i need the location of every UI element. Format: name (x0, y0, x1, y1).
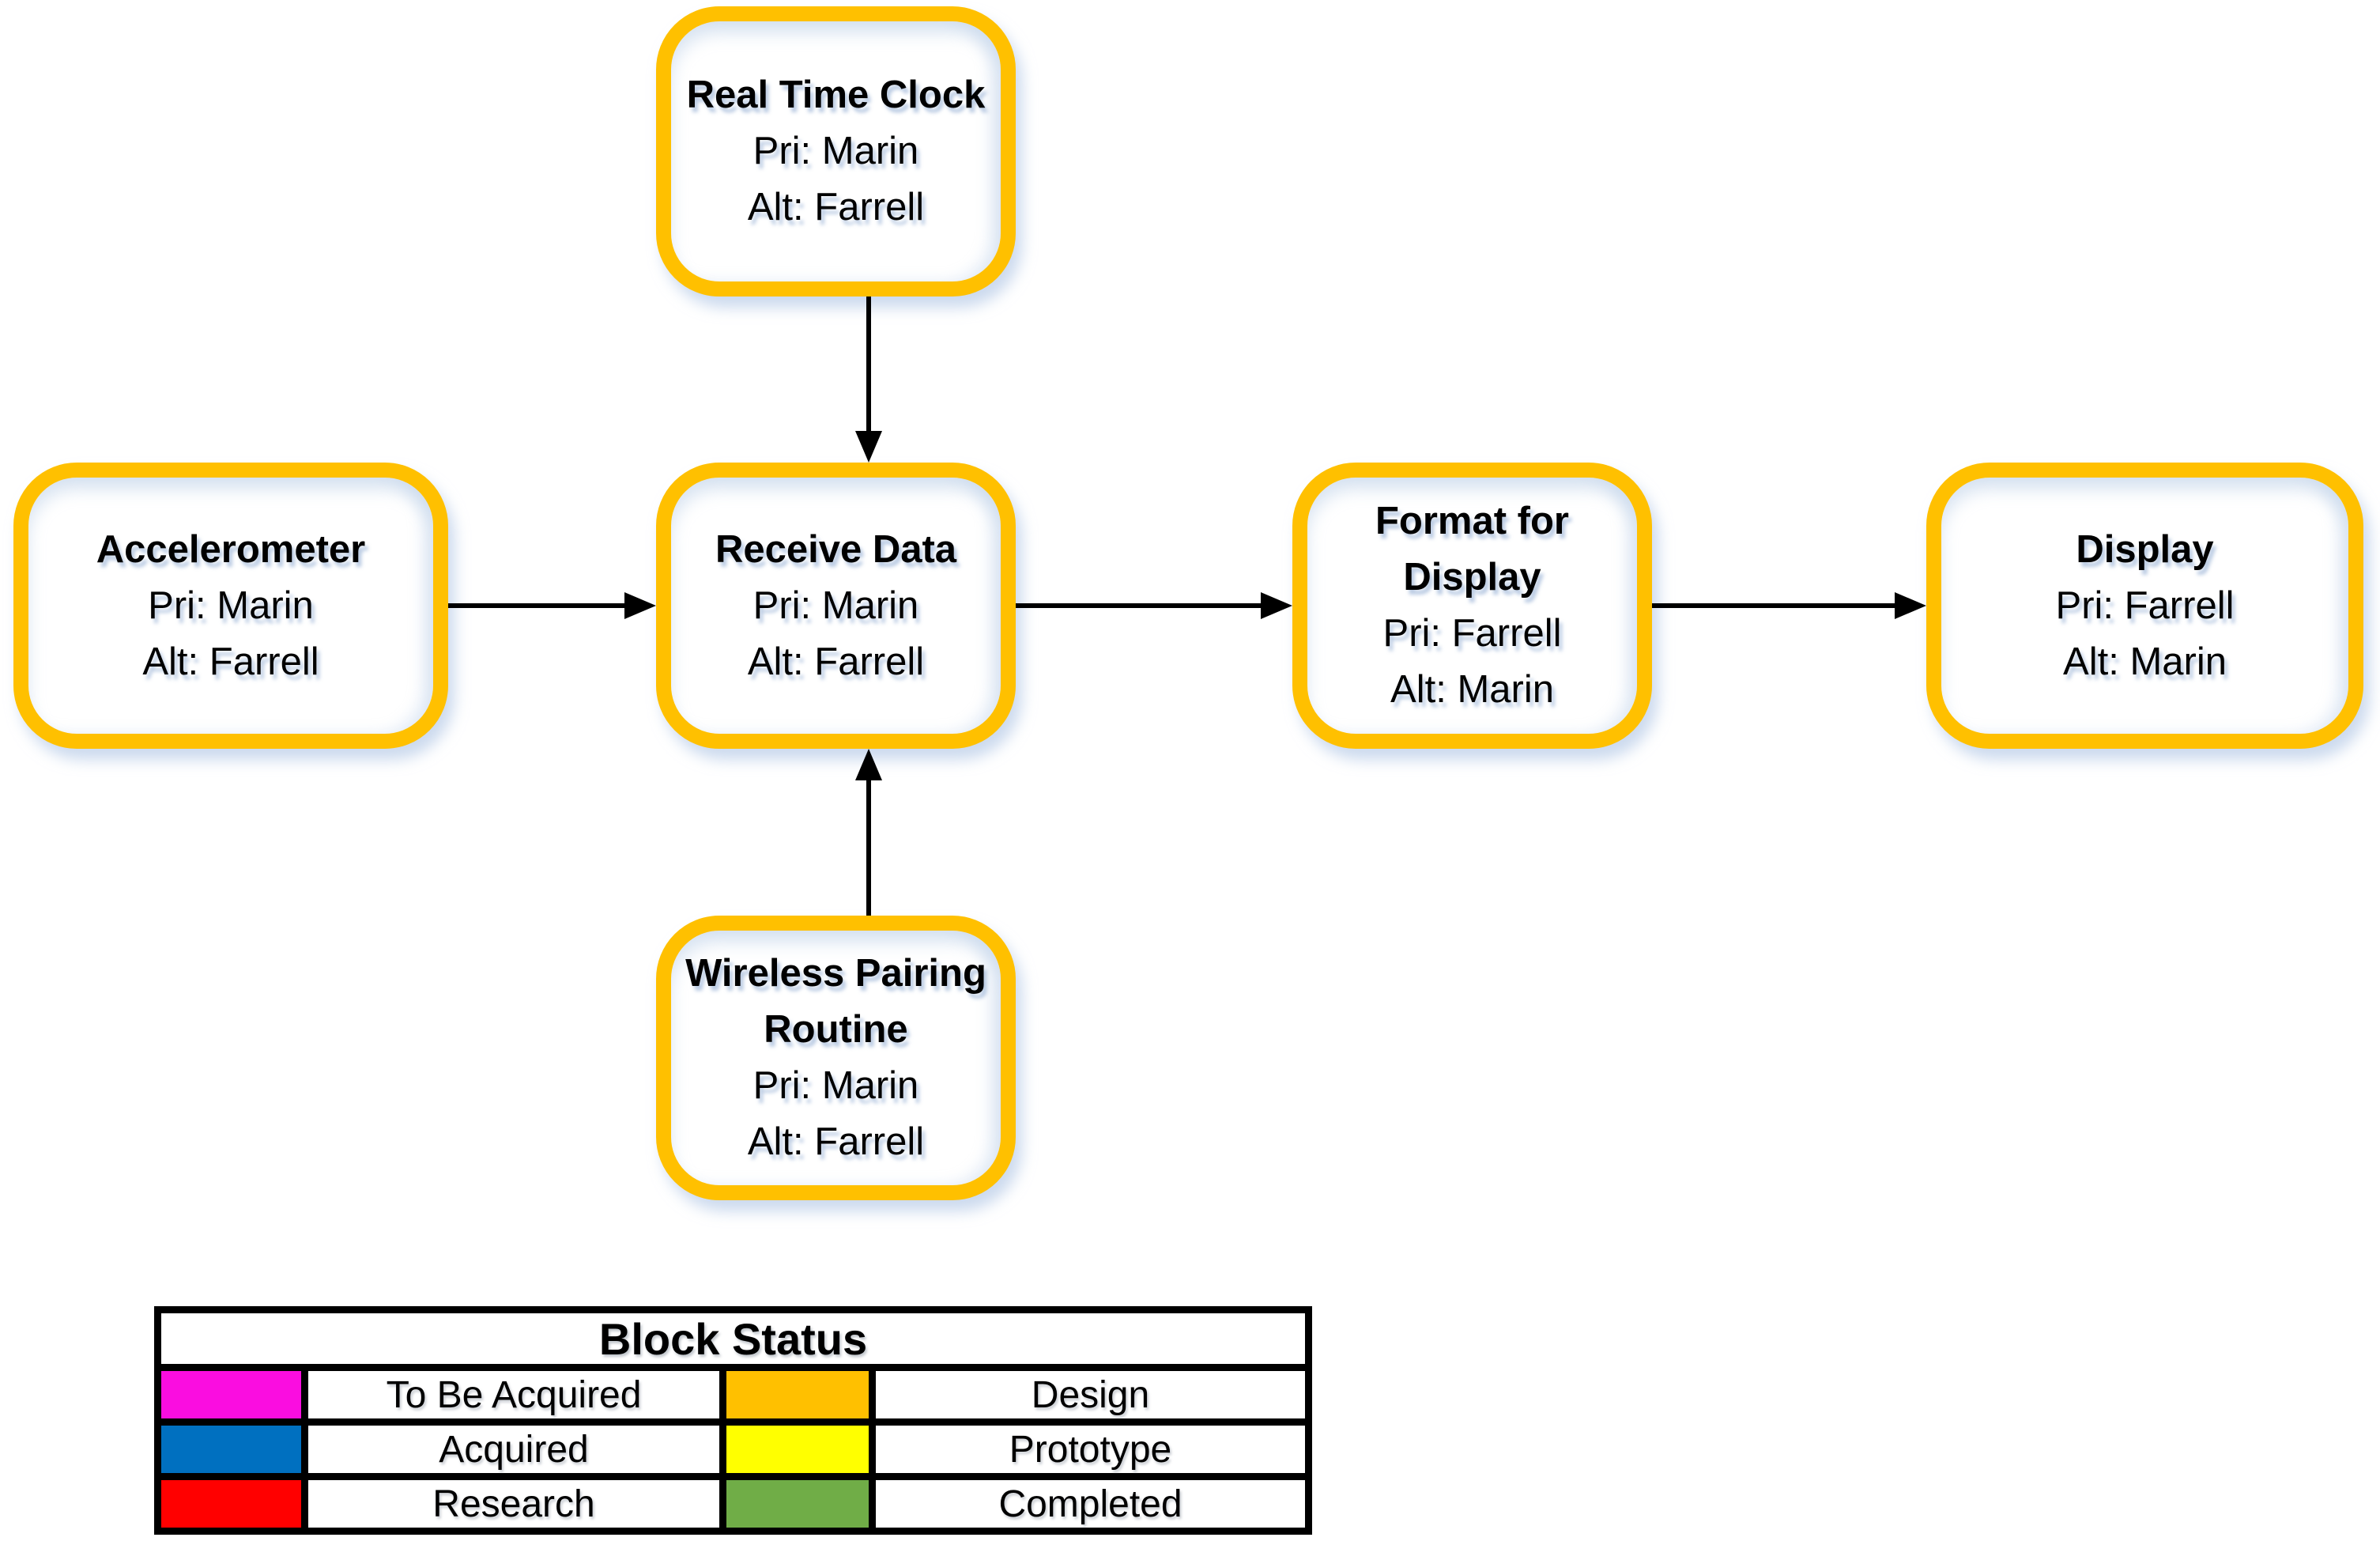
block-title: Receive Data (715, 527, 957, 571)
legend-swatch-research (161, 1480, 301, 1528)
legend-swatch-design (726, 1371, 869, 1418)
block-pri: Pri: Marin (752, 584, 919, 627)
block-title: Accelerometer (96, 527, 366, 571)
block-real-time-clock: Real Time Clock Pri: Marin Alt: Farrell (656, 6, 1016, 297)
block-pri: Pri: Marin (752, 1064, 919, 1107)
block-title: Wireless Pairing Routine (685, 952, 986, 1051)
legend-label-acquired: Acquired (308, 1426, 719, 1473)
block-accelerometer: Accelerometer Pri: Marin Alt: Farrell (13, 463, 448, 749)
legend-label-completed: Completed (876, 1480, 1305, 1528)
legend-swatch-completed (726, 1480, 869, 1528)
block-alt: Alt: Farrell (747, 640, 925, 683)
block-alt: Alt: Farrell (747, 1120, 925, 1163)
arrow-right-head-icon (1895, 592, 1926, 619)
block-alt: Alt: Farrell (142, 640, 319, 683)
block-alt: Alt: Marin (1390, 668, 1554, 711)
arrow-format-to-display-line (1652, 603, 1896, 608)
block-title: Format for Display (1375, 500, 1569, 599)
block-pri: Pri: Farrell (1382, 612, 1562, 655)
legend-swatch-prototype (726, 1426, 869, 1473)
arrow-down-head-icon (855, 431, 882, 463)
block-title: Display (2076, 527, 2214, 571)
legend-block-status: Block Status To Be Acquired Design Acqui… (154, 1306, 1312, 1535)
arrow-rtc-to-receive-line (866, 297, 871, 432)
arrow-up-head-icon (855, 749, 882, 780)
arrow-accel-to-receive-line (448, 603, 626, 608)
block-alt: Alt: Marin (2063, 640, 2227, 683)
block-receive-data: Receive Data Pri: Marin Alt: Farrell (656, 463, 1016, 749)
block-wireless-pairing-routine: Wireless Pairing Routine Pri: Marin Alt:… (656, 916, 1016, 1200)
legend-swatch-acquired (161, 1426, 301, 1473)
block-pri: Pri: Marin (148, 584, 314, 627)
arrow-right-head-icon (624, 592, 656, 619)
legend-label-design: Design (876, 1371, 1305, 1418)
legend-label-to-be-acquired: To Be Acquired (308, 1371, 719, 1418)
block-alt: Alt: Farrell (747, 186, 925, 229)
arrow-right-head-icon (1261, 592, 1292, 619)
block-title: Real Time Clock (686, 74, 986, 116)
arrow-wireless-to-receive-line (866, 779, 871, 916)
legend-label-research: Research (308, 1480, 719, 1528)
legend-swatch-to-be-acquired (161, 1371, 301, 1418)
block-display: Display Pri: Farrell Alt: Marin (1926, 463, 2363, 749)
block-format-for-display: Format for Display Pri: Farrell Alt: Mar… (1292, 463, 1652, 749)
legend-title: Block Status (161, 1313, 1305, 1364)
block-pri: Pri: Marin (752, 130, 919, 172)
block-pri: Pri: Farrell (2055, 584, 2235, 627)
legend-label-prototype: Prototype (876, 1426, 1305, 1473)
arrow-receive-to-format-line (1016, 603, 1262, 608)
